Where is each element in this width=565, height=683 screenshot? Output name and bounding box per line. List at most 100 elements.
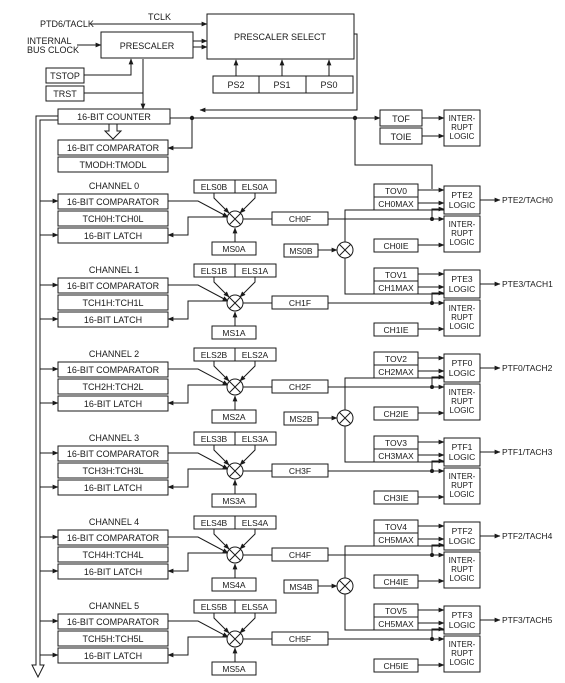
wire-mode-up [344, 545, 444, 578]
channel-title: CHANNEL 0 [89, 181, 139, 191]
wire-elsa [239, 613, 256, 634]
channel-interrupt-logic-box [443, 551, 481, 589]
elsa-label: ELS3A [242, 434, 269, 444]
channel-title: CHANNEL 5 [89, 601, 139, 611]
chf-label: CH4F [289, 550, 311, 560]
channel-register-box [57, 546, 169, 563]
channel-latch-label: 16-BIT LATCH [84, 483, 142, 493]
wire-compare-out [168, 368, 229, 386]
msb-label: MS2B [289, 414, 312, 424]
channel-interrupt-logic-line-1: INTER- [449, 472, 476, 481]
channel-comparator-label: 16-BIT COMPARATOR [67, 281, 160, 291]
msa-box [211, 661, 257, 676]
input-ptd6-tacl: PTD6/TACLK [40, 19, 94, 29]
channel-latch-label: 16-BIT LATCH [84, 231, 142, 241]
elsa-label: ELS0A [242, 182, 269, 192]
prescaler-select-box [206, 13, 355, 60]
modulo-register-label: TMODH:TMODL [80, 160, 147, 170]
channel-interrupt-logic-line-1: INTER- [449, 388, 476, 397]
channel-title: CHANNEL 4 [89, 517, 139, 527]
wire-elsb [213, 613, 230, 634]
channel-logic-gate-cross [229, 381, 241, 393]
channel-interrupt-logic-line-1: INTER- [449, 556, 476, 565]
channel-title: CHANNEL 3 [89, 433, 139, 443]
channel-register-box [57, 294, 169, 311]
channel-interrupt-logic-line-2: RUPT [451, 229, 473, 238]
wire-flag-to-pin [431, 206, 445, 219]
channel-interrupt-logic-line-3: LOGIC [450, 238, 475, 247]
channel-interrupt-logic-box [443, 215, 481, 253]
buffered-mode-gate-cross [339, 244, 351, 256]
channel-interrupt-logic-line-2: RUPT [451, 565, 473, 574]
pin-label: PTF0/TACH2 [502, 363, 553, 373]
channel-title: CHANNEL 1 [89, 265, 139, 275]
msb-label: MS4B [289, 582, 312, 592]
wire-elsb [213, 277, 230, 298]
msa-box [211, 577, 257, 592]
pin-logic-line-2: LOGIC [449, 452, 475, 462]
ps1-label: PS1 [273, 80, 290, 90]
channel-interrupt-logic-line-2: RUPT [451, 313, 473, 322]
msa-box [211, 325, 257, 340]
chmax-label: CH2MAX [378, 367, 414, 377]
wire-elsa [239, 529, 256, 550]
elsb-label: ELS4B [201, 518, 228, 528]
tov-label: TOV5 [385, 606, 407, 616]
channel-register-box [57, 462, 169, 479]
counter-label: 16-BIT COUNTER [77, 112, 151, 122]
msa-box [211, 409, 257, 424]
channel-interrupt-logic-box [443, 467, 481, 505]
wire-capture-latch [167, 384, 242, 406]
buffered-mode-gate-cross [339, 412, 351, 424]
channel-register-label: TCH2H:TCH2L [82, 382, 143, 392]
channel-logic-gate-cross [229, 633, 241, 645]
channel-register-label: TCH0H:TCH0L [82, 214, 143, 224]
channel-interrupt-logic-line-1: INTER- [449, 640, 476, 649]
channel-interrupt-logic-line-2: RUPT [451, 481, 473, 490]
chmax-label: CH5MAX [378, 619, 414, 629]
chf-label: CH3F [289, 466, 311, 476]
channel-comparator-label: 16-BIT COMPARATOR [67, 197, 160, 207]
wire-compare-out [168, 200, 229, 218]
wire-elsb [213, 445, 230, 466]
clock-inputs: PTD6/TACLK TCLK INTERNAL BUS CLOCK [27, 12, 171, 55]
elsa-label: ELS4A [242, 518, 269, 528]
ps0-label: PS0 [320, 80, 337, 90]
channel-0: CHANNEL 0 16-BIT COMPARATOR TCH0H:TCH0L 16-… [40, 179, 553, 256]
wire-capture-latch [167, 468, 242, 490]
overflow-interrupt-logic-line-3: LOGIC [450, 132, 475, 141]
channel-comparator-label: 16-BIT COMPARATOR [67, 449, 160, 459]
toie-label: TOIE [391, 132, 412, 142]
wire-elsa [239, 193, 256, 214]
buffered-mode-2: MS4B [283, 545, 444, 631]
chie-label: CH0IE [383, 241, 408, 251]
counter-data-bus [31, 115, 59, 679]
chmax-label: CH1MAX [378, 283, 414, 293]
pin-logic-box [443, 437, 481, 467]
wire-tstop [84, 58, 134, 76]
wire-flag-to-pin [431, 458, 445, 471]
pin-logic-line-1: PTF1 [452, 442, 473, 452]
channel-comparator-label: 16-BIT COMPARATOR [67, 365, 160, 375]
pin-logic-line-1: PTF0 [452, 358, 473, 368]
wire-reset-back [167, 118, 193, 151]
pin-logic-line-2: LOGIC [449, 368, 475, 378]
wire-flag-to-pin [431, 290, 445, 303]
msa-box [211, 241, 257, 256]
wire-compare-out [168, 536, 229, 554]
pin-logic-line-2: LOGIC [449, 200, 475, 210]
msa-label: MS4A [222, 580, 245, 590]
wire-elsb [213, 529, 230, 550]
buffered-mode-gate-cross [339, 580, 351, 592]
channel-interrupt-logic-box [443, 635, 481, 673]
channel-interrupt-logic-line-3: LOGIC [450, 490, 475, 499]
channels: CHANNEL 0 16-BIT COMPARATOR TCH0H:TCH0L 16-… [40, 179, 553, 676]
overflow-interrupt-logic-line-2: RUPT [451, 123, 473, 132]
msa-label: MS2A [222, 412, 245, 422]
wire-elsa [239, 445, 256, 466]
wire-elsa [239, 361, 256, 382]
wire-capture-latch [167, 552, 242, 574]
pin-logic-line-2: LOGIC [449, 620, 475, 630]
wire-elsa [239, 277, 256, 298]
